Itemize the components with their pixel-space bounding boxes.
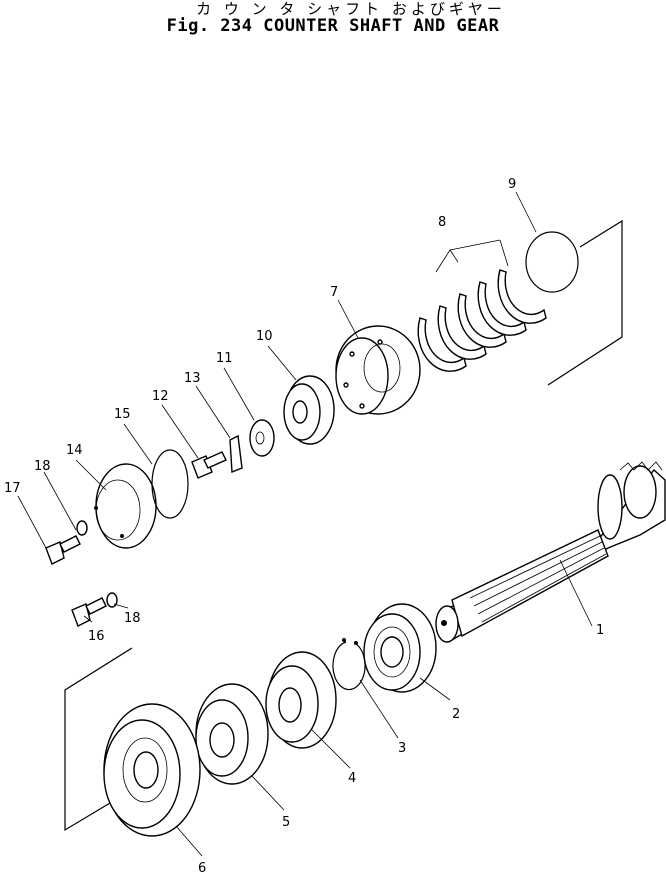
bolt-12 <box>191 451 227 479</box>
snap-ring <box>332 638 366 691</box>
bearing-cage <box>335 325 421 415</box>
callout-18-upper: 18 <box>34 459 51 474</box>
washer-18a <box>76 520 88 536</box>
callout-11: 11 <box>216 351 233 366</box>
callout-13: 13 <box>184 371 201 386</box>
cover-14 <box>94 463 157 549</box>
o-ring-9 <box>525 231 579 293</box>
bolt-17 <box>45 535 81 565</box>
title-japanese: カ ウ ン タ シャフト およびギヤー <box>196 0 506 18</box>
gear-4 <box>265 651 337 749</box>
callout-16: 16 <box>88 629 105 644</box>
callout-15: 15 <box>114 407 131 422</box>
o-ring-15 <box>151 449 189 519</box>
callout-1: 1 <box>596 623 604 638</box>
callout-17: 17 <box>4 481 21 496</box>
callout-8: 8 <box>438 215 446 230</box>
washer-18b <box>106 592 118 608</box>
callout-2: 2 <box>452 707 460 722</box>
group-bracket-upper <box>547 219 623 386</box>
callout-5: 5 <box>282 815 290 830</box>
callout-18-lower: 18 <box>124 611 141 626</box>
bearing-10 <box>283 375 335 445</box>
title-english: Fig. 234 COUNTER SHAFT AND GEAR <box>166 16 500 36</box>
lock-plate-13 <box>229 434 243 474</box>
gear-6 <box>103 703 201 837</box>
callout-10: 10 <box>256 329 273 344</box>
shims <box>417 269 547 372</box>
gear-5 <box>195 683 269 785</box>
callout-4: 4 <box>348 771 356 786</box>
ball-bearing <box>363 603 437 693</box>
group-bracket-lower <box>64 647 133 832</box>
callout-7: 7 <box>330 285 338 300</box>
callout-3: 3 <box>398 741 406 756</box>
counter-shaft <box>435 461 666 643</box>
callout-12: 12 <box>152 389 169 404</box>
callout-9: 9 <box>508 177 516 192</box>
callout-14: 14 <box>66 443 83 458</box>
callout-6: 6 <box>198 861 206 872</box>
bolt-16 <box>71 597 107 627</box>
spacer-11 <box>249 419 275 457</box>
